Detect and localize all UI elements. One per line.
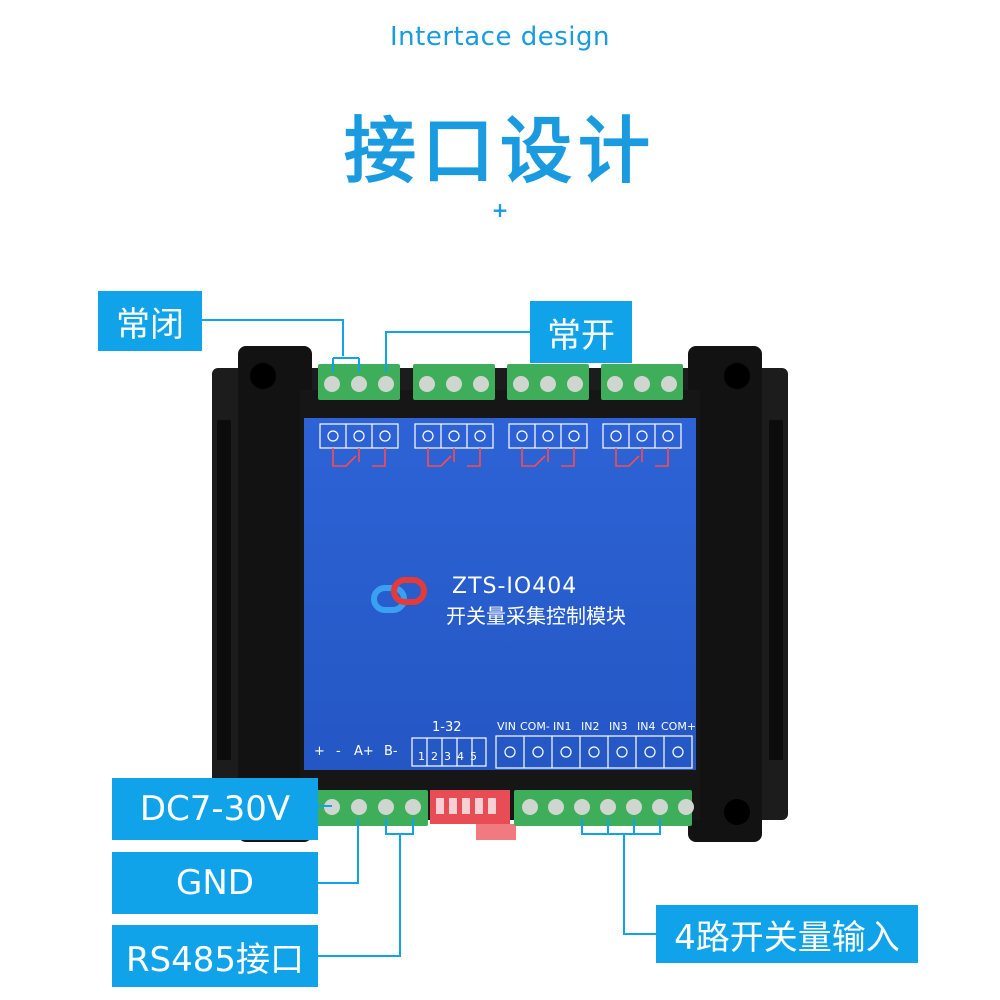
normally-closed-label: 常闭 xyxy=(98,291,202,351)
relay-block-4 xyxy=(601,364,683,400)
bottom-label-boxes xyxy=(411,735,693,769)
front-panel xyxy=(304,418,696,770)
input-terminal-block xyxy=(514,790,694,826)
relay-block-1 xyxy=(318,364,400,400)
terminal-label-in2: IN2 xyxy=(581,720,600,733)
terminal-label-com-minus: COM- xyxy=(520,720,550,733)
terminal-label-vin: VIN xyxy=(497,720,516,733)
terminal-label-minus: - xyxy=(336,744,341,759)
terminal-label-in3: IN3 xyxy=(609,720,628,733)
terminal-label-b-minus: B- xyxy=(384,744,398,759)
terminal-label-com-plus: COM+ xyxy=(661,720,697,733)
dip-switch xyxy=(430,790,516,840)
power-supply-label: DC7-30V xyxy=(112,778,318,840)
ground-label: GND xyxy=(112,852,318,914)
relay-terminal-blocks xyxy=(318,364,683,400)
power-rs485-terminal-block xyxy=(316,790,428,826)
dip-number-labels: 12345 xyxy=(418,750,483,763)
switch-input-label: 4路开关量输入 xyxy=(656,905,918,963)
subtitle: Intertace design xyxy=(390,22,610,52)
dip-range-label: 1-32 xyxy=(432,720,462,735)
device-name: 开关量采集控制模块 xyxy=(446,604,626,628)
device-model: ZTS-IO404 xyxy=(452,574,578,599)
terminal-label-plus: + xyxy=(314,744,325,759)
brand-logo-icon xyxy=(371,577,427,613)
terminal-label-in4: IN4 xyxy=(637,720,656,733)
relay-block-2 xyxy=(413,364,495,400)
terminal-label-a-plus: A+ xyxy=(354,744,374,759)
leader-lines xyxy=(202,319,661,957)
relay-block-3 xyxy=(507,364,589,400)
rs485-interface-label: RS485接口 xyxy=(112,925,318,987)
plus-mark: + xyxy=(491,198,509,222)
page-title: 接口设计 xyxy=(343,109,656,193)
relay-switch-symbols xyxy=(332,448,669,467)
terminal-label-in1: IN1 xyxy=(553,720,572,733)
normally-open-label: 常开 xyxy=(530,301,632,363)
